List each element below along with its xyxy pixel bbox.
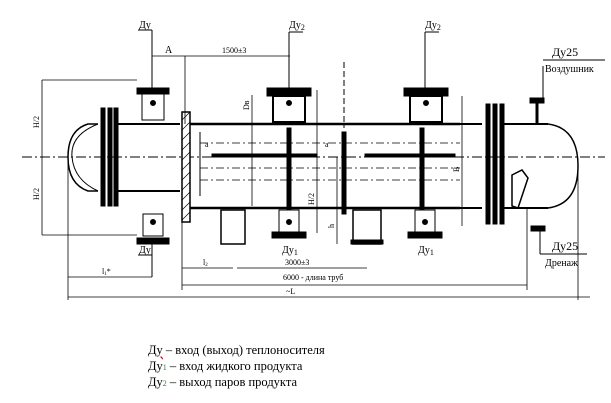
dim-h-half-mid: H/2 (307, 193, 316, 205)
nozzle-bottom-right (407, 209, 443, 239)
drain-label: Дренаж (545, 258, 578, 269)
legend: Ду – вход (выход) теплоносителя Ду1 – вх… (148, 343, 325, 391)
dim-h-half-bottom: H/2 (32, 188, 41, 200)
nozzle-label-top-right: Ду2 (425, 20, 441, 32)
right-flange (492, 103, 498, 225)
legend-item: Ду1 – вход жидкого продукта (148, 359, 303, 373)
right-head (547, 123, 579, 209)
left-head-inner (71, 123, 99, 192)
tube-bundle (200, 142, 460, 181)
nozzle-label-top-mid: Ду2 (289, 20, 305, 32)
dimension-lines (41, 55, 590, 300)
tubesheet-left (181, 111, 191, 223)
baffle (286, 127, 292, 211)
baffle (364, 153, 456, 158)
dim-dv: Dв (242, 100, 251, 110)
legend-item: Ду2 – выход паров продукта (148, 375, 298, 389)
drain-size: Ду25 (552, 239, 578, 253)
dim-a: A (165, 45, 173, 56)
dim-l2: l2 (203, 258, 208, 268)
dim-tube-length: 6000 - длина труб (283, 273, 343, 282)
air-vent-label: Воздушник (545, 64, 594, 75)
nozzle-top-mid (266, 87, 312, 123)
support-right (352, 209, 382, 245)
baffle (341, 131, 347, 215)
air-vent-size: Ду25 (552, 45, 578, 59)
dim-baffle-gap-2: a (325, 140, 329, 149)
dim-l1: l1* (102, 267, 111, 277)
left-flange (107, 107, 113, 207)
dim-h: h (327, 224, 336, 228)
nozzle-bottom-left (136, 213, 170, 245)
dim-total-length: ~L (286, 287, 295, 296)
baffle (211, 153, 318, 158)
nozzle-label-bottom-mid: Ду1 (282, 245, 298, 257)
nozzle-label-top-left: Ду (139, 20, 151, 31)
dim-b: B (452, 167, 461, 172)
leader-lines (138, 29, 605, 277)
support-left (220, 209, 246, 245)
tubesheet-hatch (181, 111, 191, 221)
dim-h-half-top: H/2 (32, 116, 41, 128)
drain-nozzle (530, 225, 546, 232)
drain-detail (511, 169, 529, 209)
legend-item: Ду – вход (выход) теплоносителя (148, 343, 325, 357)
nozzle-top-left (136, 87, 170, 121)
left-flange (113, 107, 119, 207)
nozzle-label-bottom-left: Ду (139, 245, 151, 256)
support-base (350, 239, 384, 245)
nozzle-label-bottom-right: Ду1 (418, 245, 434, 257)
nozzle-top-right (403, 87, 449, 123)
baffle (419, 127, 425, 211)
dim-support-spacing: 3000±3 (285, 258, 309, 267)
dim-baffle-gap-1: a (205, 140, 209, 149)
nozzle-bottom-mid (271, 209, 307, 239)
dim-pitch: 1500±3 (222, 46, 246, 55)
air-vent-nozzle (529, 97, 545, 104)
right-flange (499, 103, 505, 225)
left-flange (100, 107, 106, 207)
right-flange (485, 103, 491, 225)
